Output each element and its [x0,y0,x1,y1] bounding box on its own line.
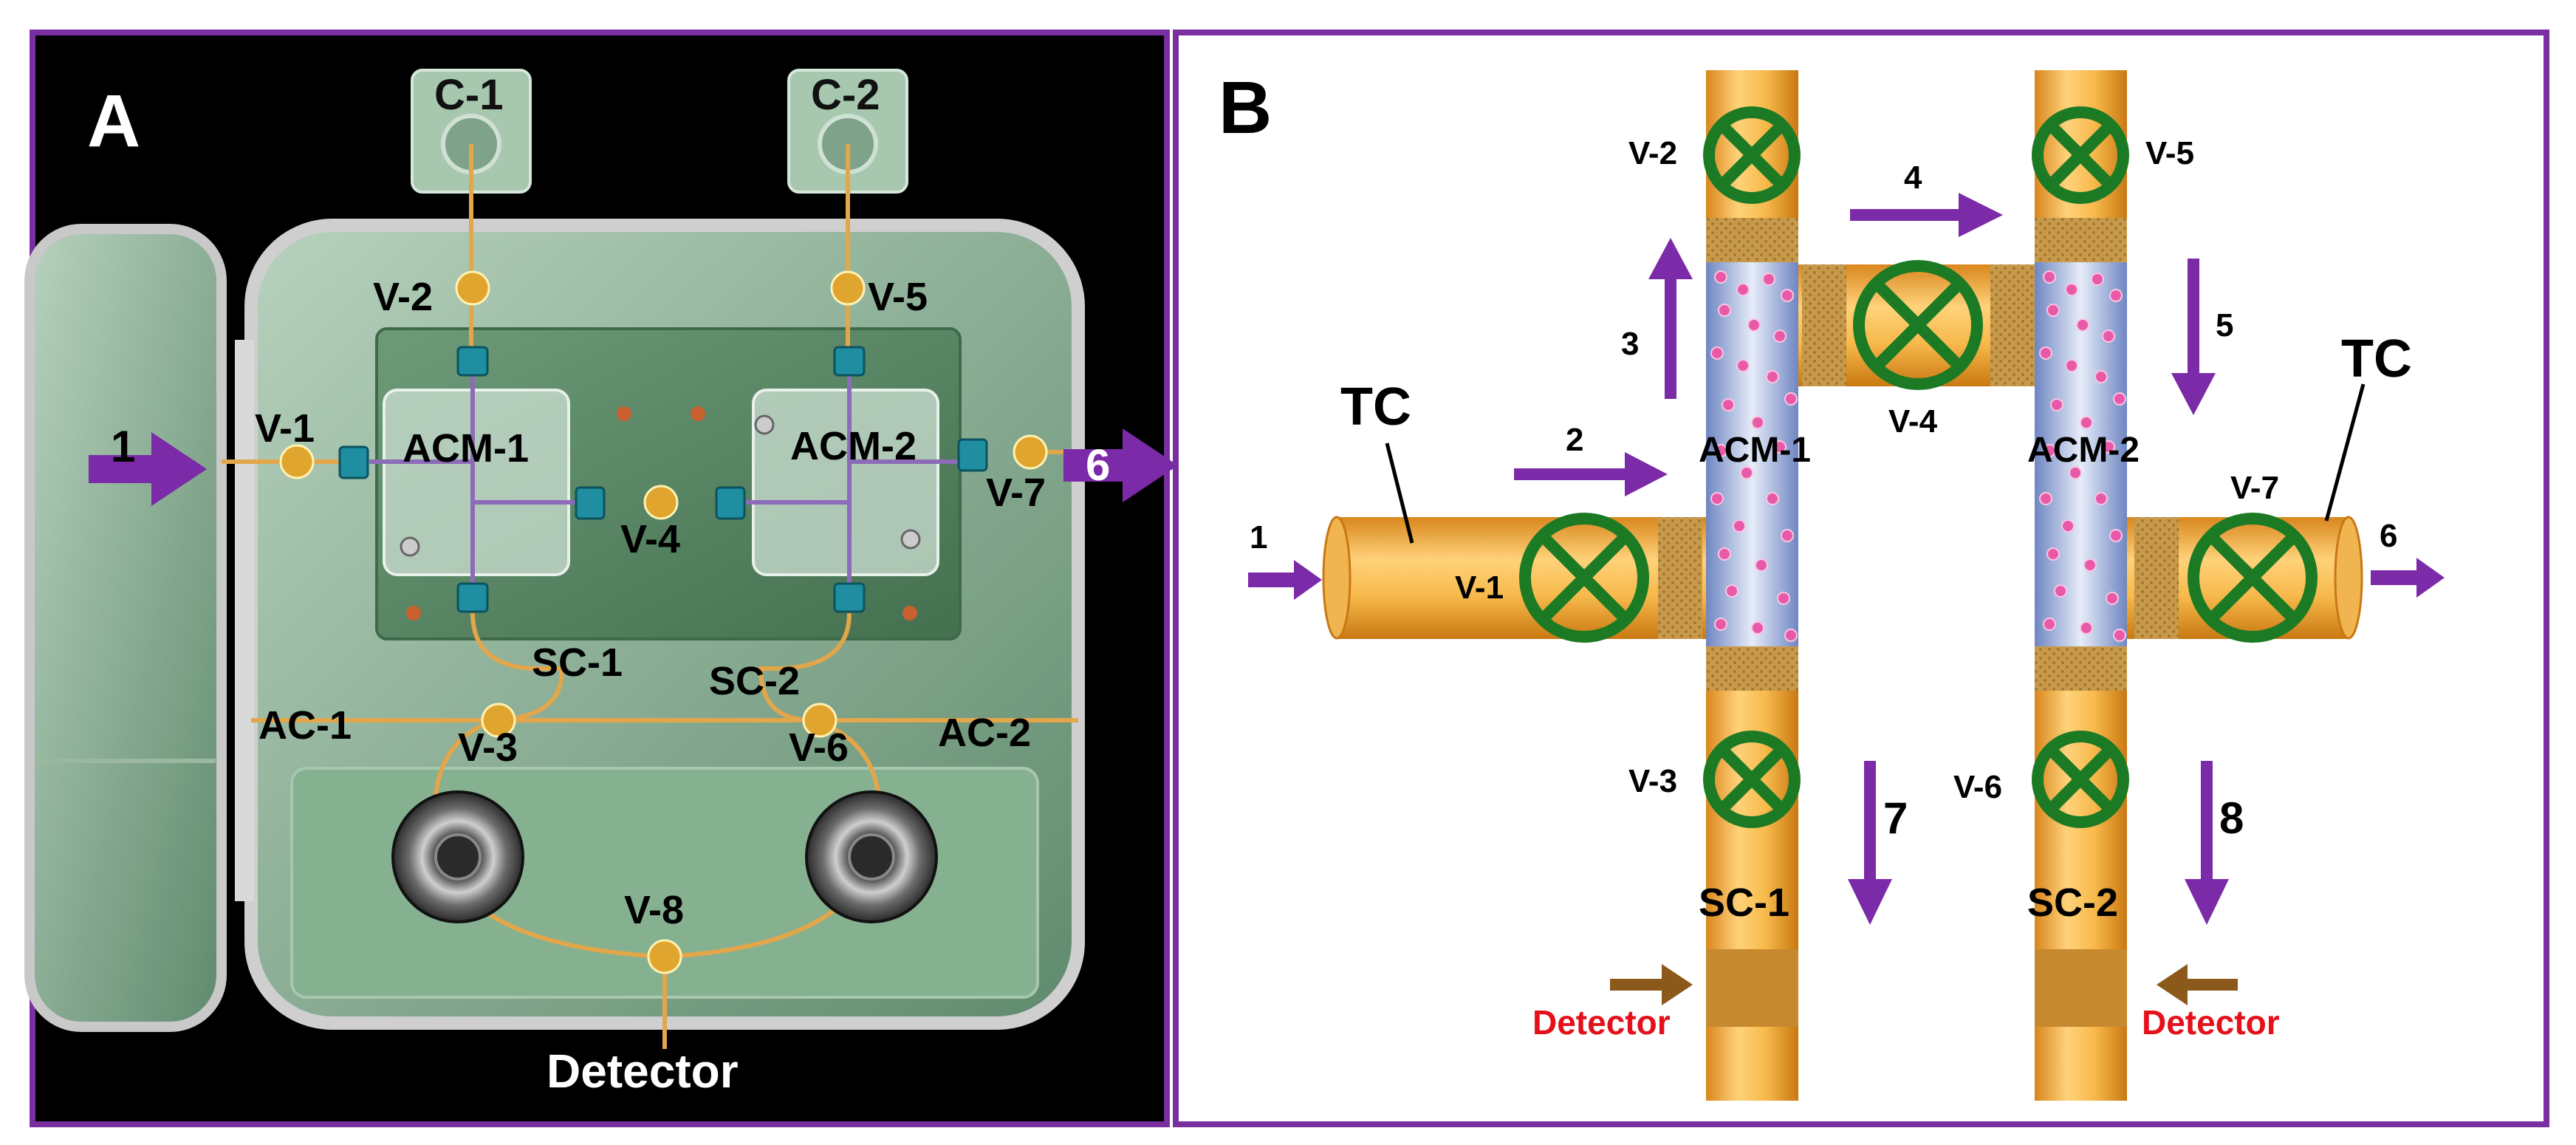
b-tc-left-label: TC [1340,377,1411,437]
sc1-label: SC-1 [532,640,623,685]
b-v3-label: V-3 [1628,763,1677,799]
panel-a: A C-1 C-2 V-1 V-2 V-5 V-4 V-7 V-3 V-6 V-… [24,30,1178,1127]
flow-in-label: 1 [111,422,135,471]
detector-a-label: Detector [547,1045,739,1098]
b-sc1-label: SC-1 [1699,881,1789,925]
b-v6-icon [2032,731,2129,828]
b-v4-label: V-4 [1888,403,1938,440]
fittings [338,346,988,613]
step4-label: 4 [1904,160,1922,196]
step3-label: 3 [1621,326,1639,362]
v7-gear-icon [1013,434,1048,470]
v2-gear-icon [455,270,490,306]
v3-label: V-3 [458,725,518,770]
b-v4-icon [1853,260,1983,390]
sc2-label: SC-2 [709,659,800,703]
acm2-block [752,389,939,576]
step8-arrow-icon [2185,761,2229,925]
v4-label: V-4 [620,517,680,561]
v5-gear-icon [830,270,866,306]
valves-b [1519,106,2318,828]
step5-arrow-icon [2171,259,2216,415]
ac2-label: AC-2 [938,711,1031,755]
step2-arrow-icon [1514,452,1668,496]
step3-arrow-icon [1648,238,1693,399]
b-v6-label: V-6 [1953,769,2002,805]
v8-label: V-8 [624,888,684,932]
v1-gear-icon [279,444,315,479]
flow-out-label: 6 [1086,440,1110,490]
step-arrows [1248,193,2445,925]
b-sc2-label: SC-2 [2027,881,2118,925]
b-v3-icon [1703,731,1801,828]
left-housing [24,224,227,1032]
b-v7-icon [2188,513,2318,643]
step8-label: 8 [2219,793,2244,843]
v6-label: V-6 [789,725,849,770]
hinge [235,340,254,901]
b-v2-icon [1703,106,1801,204]
step6-label: 6 [2380,518,2397,554]
panel-a-letter: A [87,80,140,163]
v4-gear-icon [643,485,679,520]
c1-label: C-1 [434,71,503,119]
detector-left-arrow-icon [1610,964,1693,1005]
b-v1-label: V-1 [1455,570,1504,606]
acm-particles [1710,270,2126,642]
flow-in-arrow-icon [89,432,207,506]
panel-b: B TC TC V-2 V-5 V-4 V-1 V-7 V-3 V-6 ACM-… [1173,30,2549,1127]
c2-label: C-2 [811,71,880,119]
v5-label: V-5 [868,275,928,319]
step1-arrow-icon [1248,560,1322,600]
step2-label: 2 [1566,422,1583,458]
v8-gear-icon [647,939,682,974]
b-v5-label: V-5 [2145,135,2194,171]
valve-gears [279,270,1048,974]
v1-label: V-1 [255,406,315,451]
v2-label: V-2 [373,275,433,319]
acm1-block [383,389,570,576]
acm2-label: ACM-2 [790,424,917,468]
b-acm1-label: ACM-1 [1699,431,1811,470]
b-tc-right-label: TC [2341,329,2412,389]
b-acm2-label: ACM-2 [2027,431,2140,470]
b-v2-label: V-2 [1628,135,1677,171]
ac1-label: AC-1 [258,703,352,748]
step5-label: 5 [2216,307,2233,344]
v3-gear-icon [481,703,516,738]
step1-label: 1 [1250,519,1267,556]
v6-gear-icon [802,703,837,738]
panel-b-letter: B [1219,66,1272,149]
step4-arrow-icon [1850,193,2003,237]
detector-left-label: Detector [1532,1003,1671,1042]
b-v7-label: V-7 [2230,470,2279,506]
v7-label: V-7 [986,471,1046,515]
step7-label: 7 [1883,793,1908,843]
b-v5-icon [2032,106,2129,204]
detector-right-label: Detector [2142,1003,2280,1042]
step6-arrow-icon [2371,558,2445,598]
step7-arrow-icon [1848,761,1892,925]
detector-right-arrow-icon [2157,964,2238,1005]
flow-out-arrow-icon [1063,428,1178,502]
acm1-label: ACM-1 [402,426,529,471]
b-v1-icon [1519,513,1649,643]
